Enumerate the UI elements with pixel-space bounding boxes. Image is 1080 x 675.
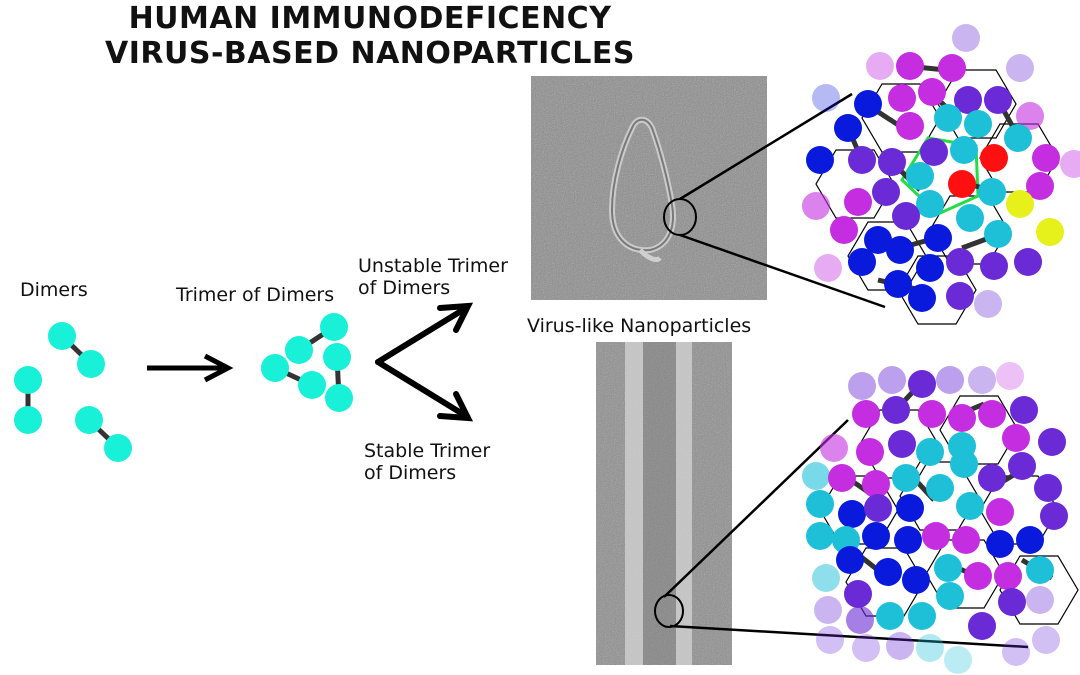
micrograph-stable [596, 342, 732, 665]
zoom-line [679, 92, 853, 201]
capsid-lattice-cone [802, 24, 1080, 325]
zoom-line [669, 624, 1029, 649]
zoom-line [663, 419, 849, 598]
dimers-label: Dimers [20, 279, 88, 301]
zoom-line [679, 233, 886, 309]
title-line-1: HUMAN IMMUNODEFICENCY [128, 1, 612, 36]
stable-trimer-label-1: Stable Trimer [364, 440, 491, 462]
dimer [14, 366, 42, 434]
trimer-of-dimers [261, 313, 353, 412]
micrograph-unstable [531, 76, 767, 300]
zoom-circle-icon [654, 594, 684, 628]
dimer [75, 406, 132, 462]
dimer-group [14, 322, 132, 462]
title-line-2: VIRUS-BASED NANOPARTICLES [105, 36, 635, 71]
unstable-trimer-label-1: Unstable Trimer [358, 255, 508, 277]
split-arrow-icon [375, 302, 474, 422]
dimer [48, 322, 105, 378]
unstable-trimer-label-2: of Dimers [358, 277, 451, 299]
nanoparticles-label: Virus-like Nanoparticles [527, 315, 752, 337]
right-arrow-icon [147, 353, 234, 383]
capsid-lattice-tube [802, 362, 1079, 674]
stable-trimer-label-2: of Dimers [364, 462, 457, 484]
trimer-of-dimers-label: Trimer of Dimers [176, 284, 335, 306]
